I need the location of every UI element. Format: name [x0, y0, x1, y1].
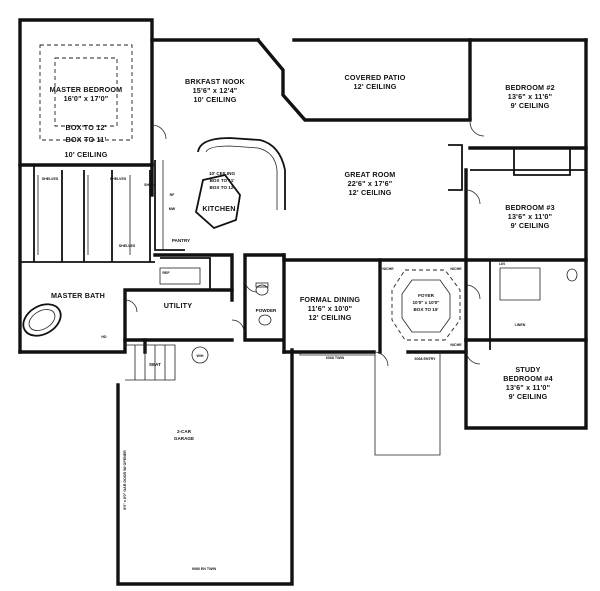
brkfast-nook-name: BRKFAST NOOK	[185, 77, 246, 86]
kitchen-name: KITCHEN	[202, 204, 235, 213]
formal-dining-dims: 11'6" x 10'0"	[308, 304, 352, 313]
great-room-name: GREAT ROOM	[345, 170, 396, 179]
master-bedroom-dims: 16'0" x 17'0"	[64, 94, 109, 103]
mw-label: MW	[169, 207, 176, 211]
brkfast-nook-dims: 15'6" x 12'4"	[193, 86, 238, 95]
linen-label: LINEN	[515, 323, 526, 327]
study-dims: 13'6" x 11'0"	[506, 383, 550, 392]
utility-name: UTILITY	[164, 301, 193, 310]
covered-patio-name: COVERED PATIO	[344, 73, 405, 82]
bedroom2-name: BEDROOM #2	[505, 83, 555, 92]
bedroom3-name: BEDROOM #3	[505, 203, 555, 212]
garage-side-note: 8'0" x 8'0" GAR DOOR W/ OPENER	[123, 450, 127, 510]
shelves-label-3: SHELVES	[119, 244, 136, 248]
kitchen-ceiling-note: 10' CEILING	[209, 171, 236, 176]
rf-label: RF	[170, 193, 176, 197]
formal-dining-name: FORMAL DINING	[300, 295, 361, 304]
exterior-walls	[18, 18, 588, 586]
fixtures	[159, 267, 578, 364]
brkfast-nook-ceiling: 10' CEILING	[193, 95, 236, 104]
shelves-label-2: SHELVES	[110, 177, 127, 181]
master-tray-ceiling	[39, 44, 133, 141]
garage-sub: GARAGE	[174, 436, 194, 441]
bathtub	[22, 303, 62, 337]
bedroom3-ceiling: 9' CEILING	[511, 221, 550, 230]
foyer-dims: 10'0" x 10'0"	[413, 300, 440, 305]
door-swings	[124, 121, 485, 367]
ref-label: REF	[162, 271, 170, 275]
wh-label: W/H	[197, 354, 204, 358]
bedroom2-dims: 13'6" x 11'6"	[508, 92, 552, 101]
powder-label: POWDER	[256, 308, 277, 313]
formal-dining-ceiling: 12' CEILING	[308, 313, 351, 322]
niche-label-1: NICHE	[382, 267, 394, 271]
seat-label: SEAT	[149, 362, 161, 367]
interior-walls	[18, 37, 588, 381]
hd-label: HD	[101, 335, 107, 339]
foyer-box: BOX TO 15'	[413, 307, 438, 312]
garage-name: 2-CAR	[177, 429, 192, 434]
foyer-octagon	[391, 269, 461, 341]
entry-note: 6068 ENTRY	[414, 357, 436, 361]
room-labels: MASTER BEDROOM 16'0" x 17'0" BOX TO 12' …	[50, 73, 555, 441]
foyer-name: FOYER	[418, 293, 435, 298]
study-sub: BEDROOM #4	[503, 374, 553, 383]
master-bedroom-name: MASTER BEDROOM	[50, 85, 123, 94]
bedroom2-ceiling: 9' CEILING	[511, 101, 550, 110]
niche-label-2: NICHE	[450, 267, 462, 271]
transom-note: 6068 TWIN	[326, 356, 345, 360]
study-name: STUDY	[515, 365, 540, 374]
covered-patio-ceiling: 12' CEILING	[353, 82, 396, 91]
niche-label-3: NICHE	[450, 343, 462, 347]
master-box-11: BOX TO 11'	[66, 135, 107, 144]
great-room-dims: 22'6" x 17'6"	[348, 179, 393, 188]
shelves-label-1: SHELVES	[42, 177, 59, 181]
great-room-ceiling: 12' CEILING	[348, 188, 391, 197]
shlvs-label: SHLVS	[144, 183, 156, 187]
master-ceiling: 10' CEILING	[64, 150, 107, 159]
pantry-label: PANTRY	[172, 238, 190, 243]
lin-label: LIN	[499, 262, 505, 266]
bedroom3-dims: 13'6" x 11'0"	[508, 212, 552, 221]
small-labels: PANTRY POWDER SEAT SHELVES SHELVES SHELV…	[42, 177, 526, 571]
master-bath-name: MASTER BATH	[51, 291, 105, 300]
kitchen-box-note: BOX TO 11'	[210, 178, 235, 183]
study-ceiling: 9' CEILING	[509, 392, 548, 401]
entry-walkway	[299, 352, 441, 456]
kitchen-box-note2: BOX TO 12'	[209, 185, 234, 190]
garage-door-label: 9080 EN TWIN	[192, 567, 217, 571]
master-bedroom-box: BOX TO 12'	[65, 123, 106, 132]
